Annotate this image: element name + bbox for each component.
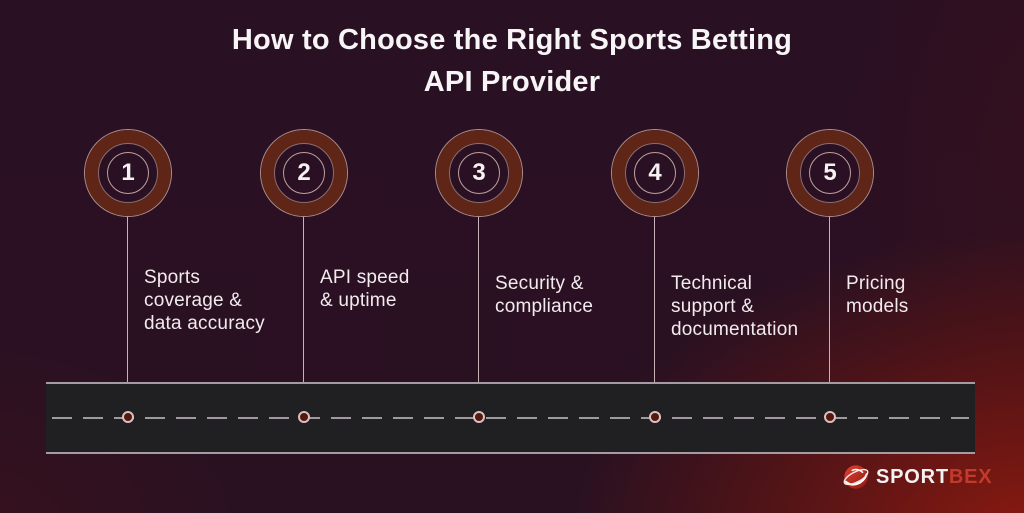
title-line-1: How to Choose the Right Sports Betting — [231, 24, 793, 56]
step-3: 3 Security & compliance — [435, 129, 593, 417]
step-label: Pricing models — [846, 273, 909, 317]
bullseye-center: 4 — [634, 152, 676, 194]
title-line-2: API Provider — [423, 66, 601, 98]
bullseye-ring-outline — [274, 143, 334, 203]
connector-line — [127, 217, 128, 417]
brand-name-primary: SPORT — [876, 465, 949, 488]
step-number: 2 — [297, 159, 311, 186]
bullseye-ring-outline — [98, 143, 158, 203]
step-number: 4 — [648, 159, 662, 186]
connector-line — [303, 217, 304, 417]
bullseye-center: 1 — [107, 152, 149, 194]
road-marker-dot-4 — [649, 411, 661, 423]
step-number: 5 — [823, 159, 837, 186]
step-label: API speed & uptime — [320, 267, 410, 311]
step-label: Technical support & documentation — [671, 273, 799, 340]
road-marker-dot-5 — [824, 411, 836, 423]
step-4-bullseye-icon: 4 — [611, 129, 699, 217]
step-label: Sports coverage & data accuracy — [144, 267, 265, 334]
connector-line — [654, 217, 655, 417]
page-title: How to Choose the Right Sports Betting A… — [0, 19, 1024, 103]
step-1: 1 Sports coverage & data accuracy — [84, 129, 265, 417]
bullseye-center: 3 — [458, 152, 500, 194]
brand-logo: SPORTBEX — [841, 461, 992, 493]
step-1-bullseye-icon: 1 — [84, 129, 172, 217]
road-marker-dot-1 — [122, 411, 134, 423]
step-2-bullseye-icon: 2 — [260, 129, 348, 217]
bullseye-ring-outline — [449, 143, 509, 203]
road-dashed-centerline — [52, 417, 969, 419]
step-number: 3 — [472, 159, 486, 186]
step-3-bullseye-icon: 3 — [435, 129, 523, 217]
road-timeline — [46, 382, 975, 454]
connector-line — [478, 217, 479, 417]
step-number: 1 — [121, 159, 135, 186]
step-2: 2 API speed & uptime — [260, 129, 409, 417]
step-label: Security & compliance — [495, 273, 594, 317]
step-5: 5 Pricing models — [786, 129, 908, 417]
bullseye-ring-outline — [800, 143, 860, 203]
bullseye-ring-outline — [625, 143, 685, 203]
brand-wordmark: SPORTBEX — [876, 466, 992, 489]
bullseye-center: 5 — [809, 152, 851, 194]
step-5-bullseye-icon: 5 — [786, 129, 874, 217]
brand-name-secondary: BEX — [948, 465, 993, 488]
connector-line — [829, 217, 830, 417]
bullseye-center: 2 — [283, 152, 325, 194]
step-4: 4 Technical support & documentation — [611, 129, 798, 417]
road-marker-dot-2 — [298, 411, 310, 423]
road-marker-dot-3 — [473, 411, 485, 423]
globe-swirl-icon — [843, 465, 869, 489]
